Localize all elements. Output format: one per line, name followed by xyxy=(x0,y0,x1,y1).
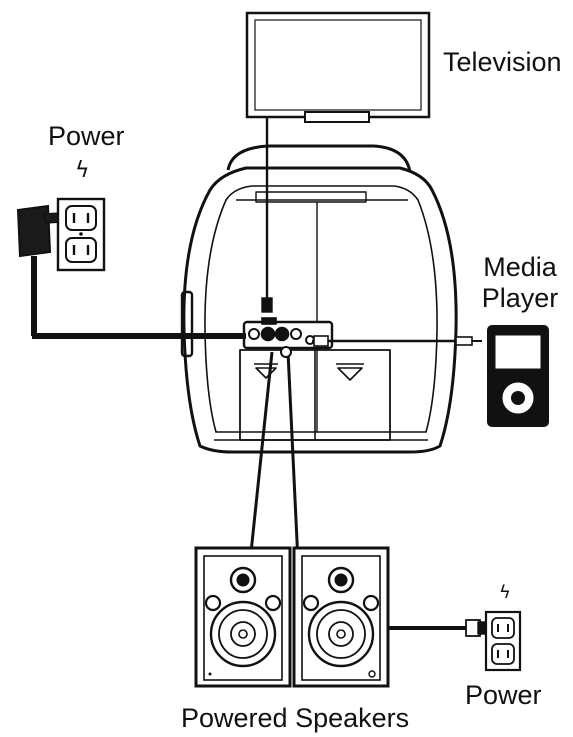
tv-cable xyxy=(261,117,273,313)
label-power-right: Power xyxy=(465,680,542,710)
media-player-icon xyxy=(487,325,549,427)
label-power-left: Power xyxy=(48,121,125,151)
media-player-cable xyxy=(312,335,482,347)
input-panel xyxy=(242,317,334,350)
label-media-player-line1: Media xyxy=(483,252,557,282)
wall-outlet-left xyxy=(56,197,106,272)
wall-outlet-right xyxy=(484,610,522,672)
label-television: Television xyxy=(443,47,562,77)
label-media-player-line2: Player xyxy=(481,283,559,313)
speaker-power-cable xyxy=(388,619,489,637)
lightning-icon: ϟ xyxy=(75,158,90,183)
speaker-cables xyxy=(248,346,300,563)
lightning-icon: ϟ xyxy=(499,582,511,603)
label-powered-speakers: Powered Speakers xyxy=(181,703,410,733)
speaker-left xyxy=(194,546,292,688)
power-adapter-left xyxy=(16,204,246,339)
television-icon xyxy=(245,11,431,123)
main-unit xyxy=(180,144,458,454)
label-media-player: Media Player xyxy=(470,252,570,314)
speaker-right xyxy=(292,546,390,688)
